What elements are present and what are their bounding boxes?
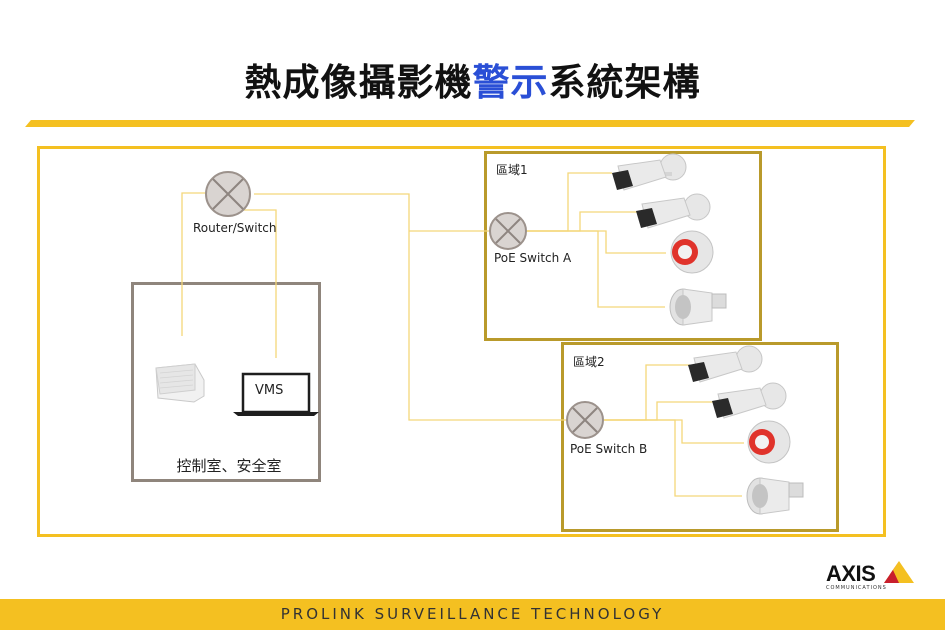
axis-logo-subtext: COMMUNICATIONS [826,585,887,591]
server-icon [155,363,205,403]
laptop-icon [233,372,319,416]
zone-2-siren-icon [747,420,791,464]
poe-switch-a-icon [489,212,527,250]
system-outer-frame [37,146,886,537]
control-room-label: 控制室、安全室 [176,457,282,475]
zone-2-camera-2-icon [712,382,787,419]
network-wires [181,172,744,497]
poe-switch-b-icon [566,401,604,439]
page-title: 熱成像攝影機警示系統架構 [0,52,945,106]
zone-1-siren-icon [670,230,714,274]
axis-logo-text: AXIS [826,561,876,586]
zone-1-camera-1-icon [612,153,687,191]
zone-1-horn-speaker-icon [669,288,727,326]
poe-switch-a-label: PoE Switch A [494,251,572,265]
zone-1-camera-2-icon [636,193,711,229]
zone-2-camera-1-icon [688,345,763,383]
axis-triangle-icon [884,561,914,583]
title-highlight: 警示 [472,61,549,104]
footer-bar: PROLINK SURVEILLANCE TECHNOLOGY [0,599,945,630]
zone-1-label: 區域1 [496,163,528,177]
router-switch-label: Router/Switch [193,221,277,235]
control-room-box: 控制室、安全室 [131,282,321,482]
title-part: 系統架構 [548,61,701,104]
vms-label: VMS [255,383,284,398]
zone-2-label: 區域2 [573,355,605,369]
axis-logo: AXIS COMMUNICATIONS [826,559,918,593]
router-switch-icon [205,171,251,217]
footer-text: PROLINK SURVEILLANCE TECHNOLOGY [280,605,665,623]
poe-switch-b-label: PoE Switch B [570,442,648,456]
zone-2-horn-speaker-icon [746,477,804,515]
title-part: 熱成像攝影機 [244,61,473,104]
